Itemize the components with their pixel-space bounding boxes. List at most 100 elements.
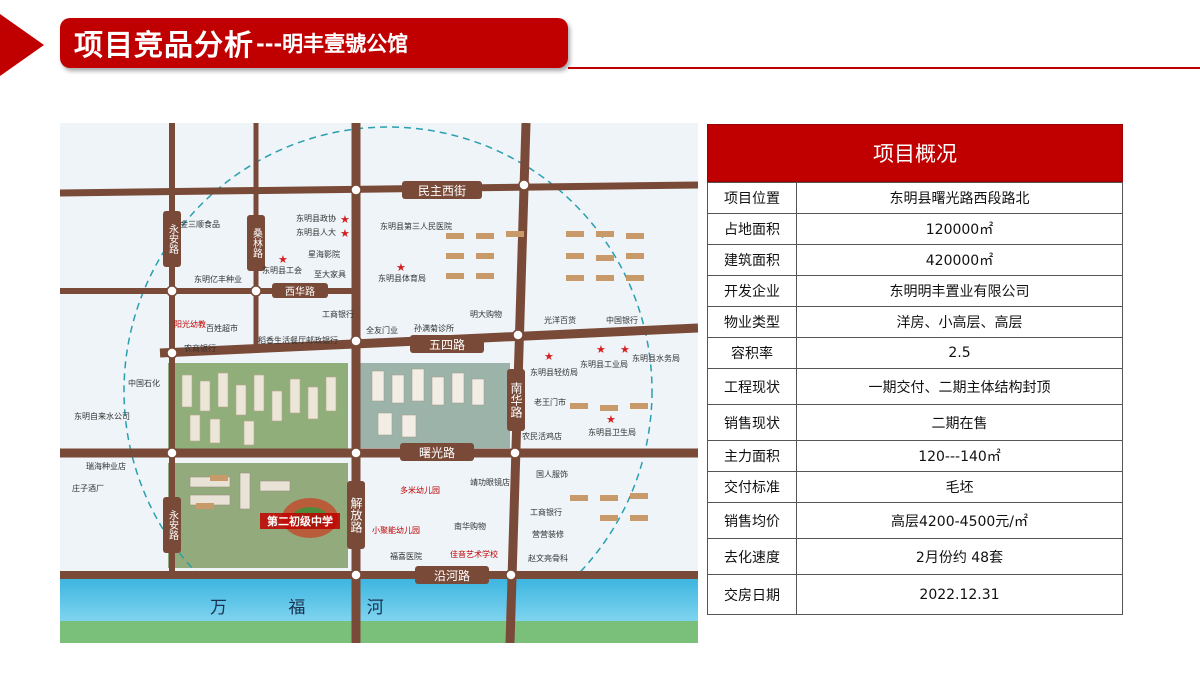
poi-label: 国人服饰 — [536, 469, 568, 479]
road-label-yanhe: 沿河路 — [434, 568, 470, 583]
svg-text:★: ★ — [606, 413, 616, 426]
overview-heading: 项目概况 — [707, 124, 1123, 182]
row-key: 工程现状 — [707, 368, 797, 405]
page-subtitle: ---明丰壹號公馆 — [256, 32, 409, 56]
poi-label: 营营装修 — [532, 529, 564, 539]
poi-label: 南华购物 — [454, 521, 486, 531]
road-label-xihua: 西华路 — [285, 285, 315, 298]
poi-label: 佳音艺术学校 — [450, 549, 498, 559]
poi-label: 东明县人大 — [296, 227, 336, 237]
table-row: 物业类型 洋房、小高层、高层 — [707, 306, 1123, 338]
row-value: 高层4200-4500元/㎡ — [796, 502, 1123, 539]
svg-text:★: ★ — [340, 227, 350, 240]
poi-label: 工商银行 — [322, 309, 354, 319]
table-row: 开发企业 东明明丰置业有限公司 — [707, 275, 1123, 307]
poi-label: 赵文亮骨科 — [528, 553, 568, 563]
page-title: 项目竞品分析 — [74, 28, 255, 62]
project-overview-panel: 项目概况 项目位置 东明县曙光路西段路北 占地面积 120000㎡ 建筑面积 4… — [707, 124, 1123, 615]
road-label-badges — [163, 181, 525, 584]
poi-label: 东明县轻纺局 — [530, 367, 578, 377]
road-label-nanhua: 南华路 — [509, 381, 523, 419]
row-key: 交房日期 — [707, 574, 797, 615]
svg-text:★: ★ — [396, 261, 406, 274]
poi-label: 金三顺食品 — [180, 219, 220, 229]
row-value: 120---140㎡ — [796, 440, 1123, 472]
row-key: 建筑面积 — [707, 244, 797, 276]
title-divider — [568, 67, 1200, 69]
poi-label: 庄子酒厂 — [72, 483, 104, 493]
poi-label: 至大家具 — [314, 269, 346, 279]
row-value: 420000㎡ — [796, 244, 1123, 276]
table-row: 主力面积 120---140㎡ — [707, 440, 1123, 472]
school-label-bg — [260, 513, 340, 529]
poi-label: 东明亿丰种业 — [194, 274, 242, 284]
row-value: 2月份约 48套 — [796, 538, 1123, 575]
poi-labels: 东明县政协 东明县人大 东明县工会 星海影院 至大家具 金三顺食品 东明亿丰种业… — [72, 213, 680, 563]
row-key: 销售均价 — [707, 502, 797, 539]
poi-label: 中国石化 — [128, 378, 160, 388]
road-label-jiefang: 解放路 — [349, 497, 363, 534]
poi-label: 多米幼儿园 — [400, 485, 440, 495]
row-value: 东明县曙光路西段路北 — [796, 182, 1123, 214]
river — [60, 579, 698, 621]
table-row: 去化速度 2月份约 48套 — [707, 538, 1123, 575]
road-junctions — [166, 179, 530, 581]
poi-label: 福喜医院 — [390, 551, 422, 561]
row-key: 销售现状 — [707, 404, 797, 441]
row-value: 洋房、小高层、高层 — [796, 306, 1123, 338]
poi-label: 小聚能幼儿园 — [372, 525, 420, 535]
poi-label: 工商银行 — [530, 507, 562, 517]
table-row: 占地面积 120000㎡ — [707, 213, 1123, 245]
poi-label: 东明县水务局 — [632, 353, 680, 363]
svg-text:★: ★ — [596, 343, 606, 356]
row-key: 开发企业 — [707, 275, 797, 307]
poi-label: 全友门业 — [366, 325, 398, 335]
row-key: 容积率 — [707, 337, 797, 369]
road-label-yongan-top: 永安路 — [167, 223, 179, 255]
poi-label: 明大购物 — [470, 309, 502, 319]
svg-text:★: ★ — [620, 343, 630, 356]
table-row: 建筑面积 420000㎡ — [707, 244, 1123, 276]
arrow-icon — [0, 14, 44, 76]
row-value: 120000㎡ — [796, 213, 1123, 245]
road-label-wusi: 五四路 — [429, 337, 465, 352]
row-value: 毛坯 — [796, 471, 1123, 503]
poi-label: 东明县卫生局 — [588, 427, 636, 437]
row-value: 2.5 — [796, 337, 1123, 369]
poi-label: 光洋百货 — [544, 315, 576, 325]
row-value: 一期交付、二期主体结构封顶 — [796, 368, 1123, 405]
radius-circle — [123, 126, 653, 643]
row-key: 项目位置 — [707, 182, 797, 214]
poi-label: 农民活鸡店 — [522, 431, 562, 441]
poi-label: 中国银行 — [606, 315, 638, 325]
table-row: 销售现状 二期在售 — [707, 404, 1123, 441]
table-row: 工程现状 一期交付、二期主体结构封顶 — [707, 368, 1123, 405]
poi-label: 靖功眼镜店 — [470, 477, 510, 487]
table-row: 容积率 2.5 — [707, 337, 1123, 369]
school-label: 第二初级中学 — [267, 514, 333, 528]
poi-label: 孙满菊诊所 — [414, 323, 454, 333]
road-label-shuguang: 曙光路 — [419, 445, 455, 460]
road-label-yongan-bottom: 永安路 — [167, 509, 179, 541]
row-key: 主力面积 — [707, 440, 797, 472]
road-label-sanglin: 桑林路 — [251, 228, 263, 259]
row-value: 二期在售 — [796, 404, 1123, 441]
poi-label: 阳光幼教 — [174, 319, 206, 329]
building-markers — [196, 231, 648, 521]
row-value: 2022.12.31 — [796, 574, 1123, 615]
table-row: 销售均价 高层4200-4500元/㎡ — [707, 502, 1123, 539]
road-label-minzhu: 民主西街 — [418, 184, 466, 198]
poi-label: 东明自来水公司 — [74, 411, 130, 421]
riverbank — [60, 621, 698, 643]
project-aerial-photo — [168, 363, 348, 453]
table-row: 交付标准 毛坯 — [707, 471, 1123, 503]
title-banner: 项目竞品分析 ---明丰壹號公馆 — [60, 18, 568, 68]
poi-label: 东明县体育局 — [378, 273, 426, 283]
svg-text:★: ★ — [544, 350, 554, 363]
table-row: 交房日期 2022.12.31 — [707, 574, 1123, 615]
svg-text:★: ★ — [278, 253, 288, 266]
poi-label: 稻香生活餐厅 — [258, 335, 306, 345]
river-label: 万 福 河 — [210, 598, 412, 618]
poi-label: 星海影院 — [308, 249, 340, 259]
poi-label: 百姓超市 — [206, 323, 238, 333]
